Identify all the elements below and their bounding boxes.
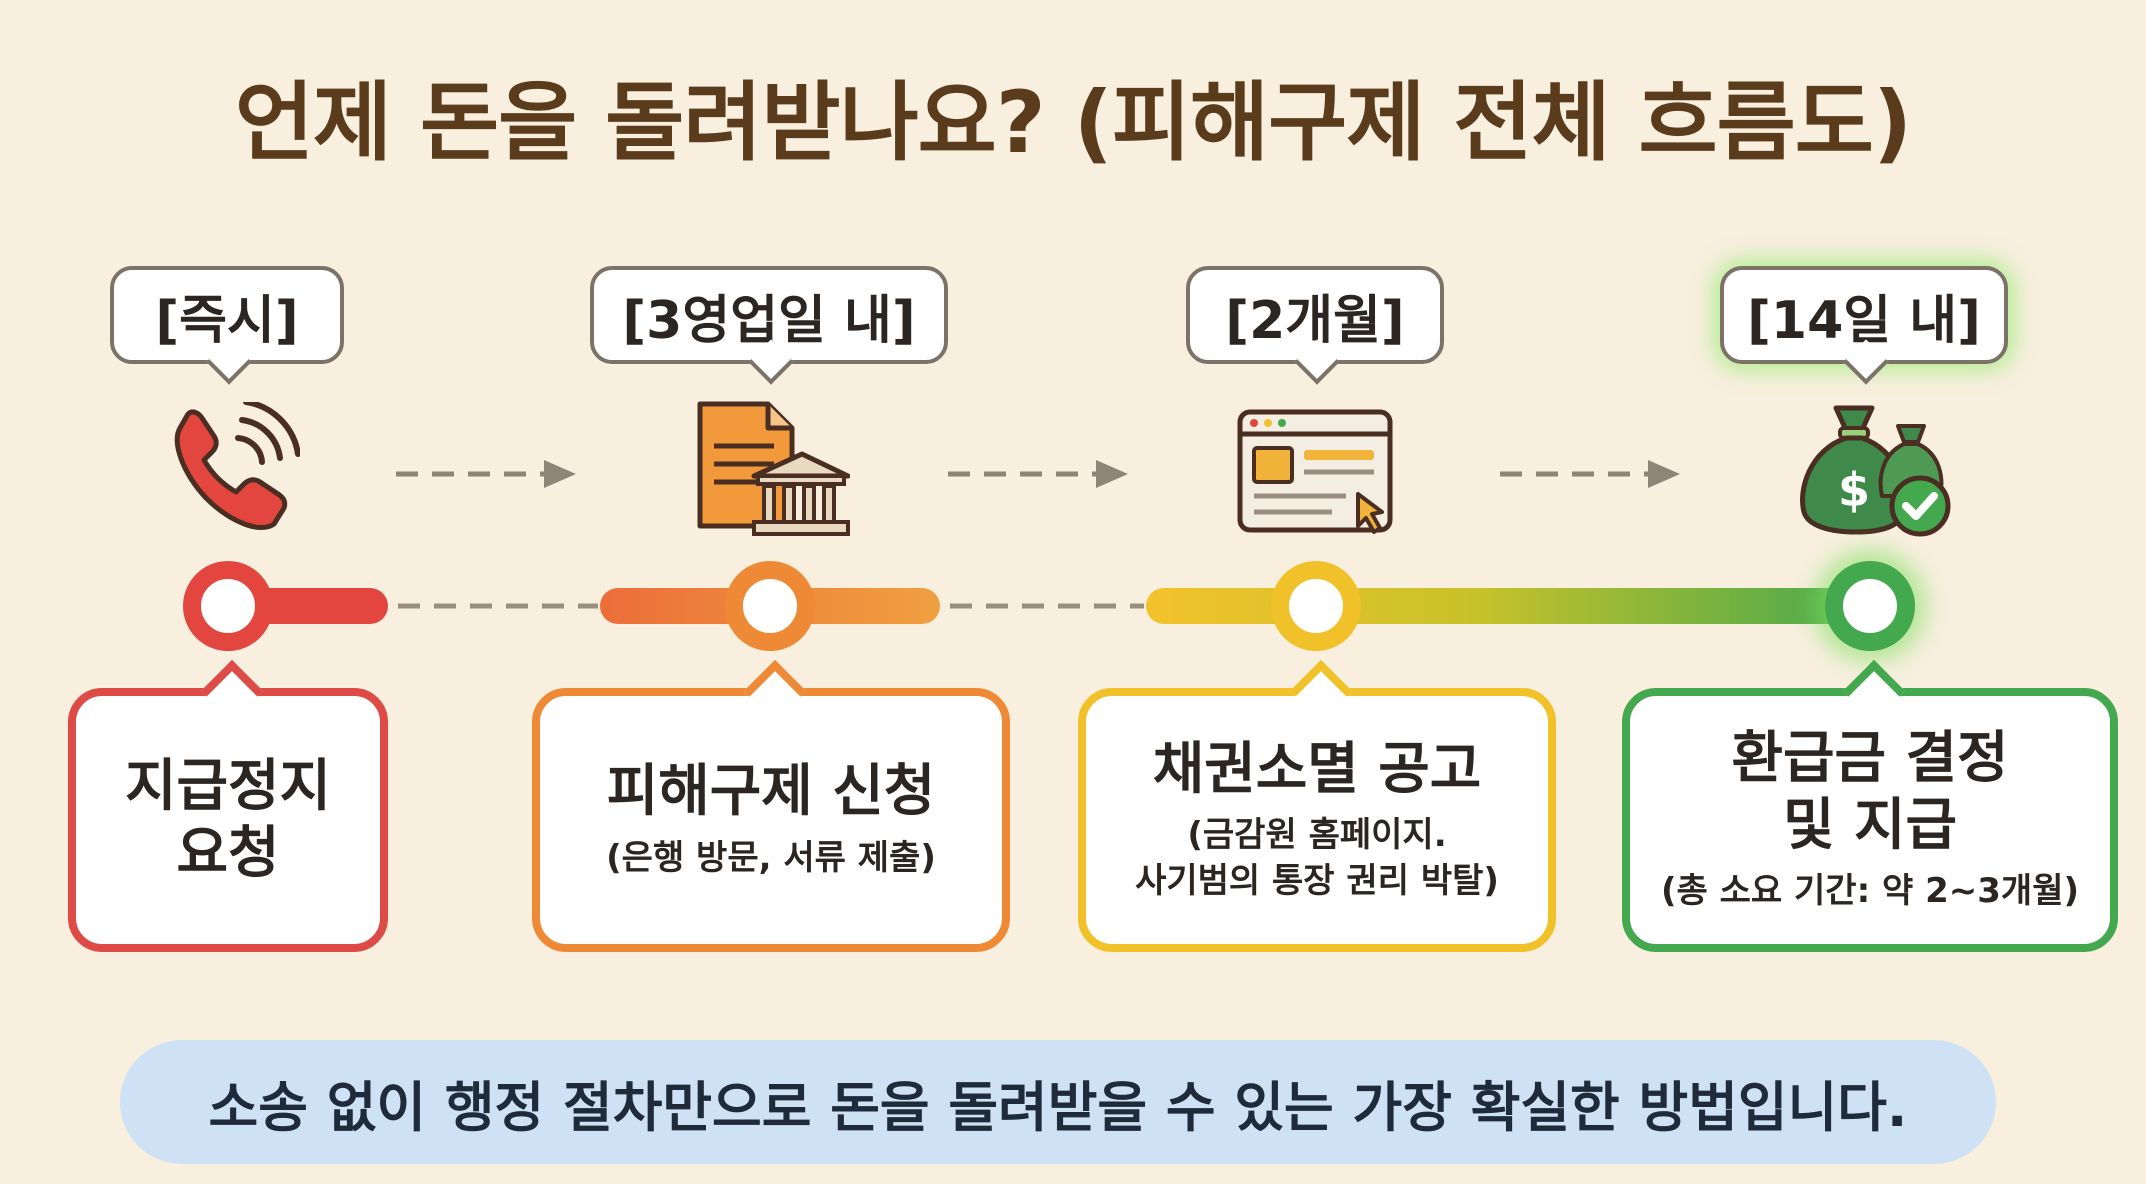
step-card-claim-extinction: 채권소멸 공고 (금감원 홈페이지. 사기범의 통장 권리 박탈) — [1078, 688, 1556, 952]
phone-icon — [174, 402, 300, 530]
timing-bubble-2-months: [2개월] — [1186, 266, 1444, 364]
timeline-node-4 — [1825, 561, 1915, 651]
document-bank-icon — [697, 401, 850, 536]
timeline-node-3 — [1271, 561, 1361, 651]
step-subtitle: (은행 방문, 서류 제출) — [606, 837, 936, 878]
step-card-payment-stop: 지급정지 요청 — [68, 688, 388, 952]
step-title: 피해구제 신청 — [606, 759, 936, 825]
svg-text:$: $ — [1838, 463, 1870, 517]
browser-window-icon — [1237, 409, 1393, 534]
flow-arrow-3 — [1500, 460, 1680, 488]
step-subtitle: (금감원 홈페이지. 사기범의 통장 권리 박탈) — [1135, 814, 1499, 901]
timing-bubble-14-days: [14일 내] — [1720, 266, 2008, 364]
flow-arrow-1 — [396, 460, 576, 488]
step-subtitle: (총 소요 기간: 약 2~3개월) — [1660, 871, 2080, 912]
flow-arrow-2 — [948, 460, 1128, 488]
timeline-node-1 — [183, 561, 273, 651]
step-card-refund-payment: 환급금 결정 및 지급 (총 소요 기간: 약 2~3개월) — [1622, 688, 2118, 952]
step-title: 채권소멸 공고 — [1152, 736, 1482, 802]
money-bags-icon: $ — [1800, 405, 1951, 537]
timing-bubble-immediate: [즉시] — [110, 266, 344, 364]
step-title: 환급금 결정 및 지급 — [1731, 725, 2009, 859]
step-card-damage-relief: 피해구제 신청 (은행 방문, 서류 제출) — [532, 688, 1010, 952]
page-title: 언제 돈을 돌려받나요? (피해구제 전체 흐름도) — [234, 73, 1912, 173]
step-title: 지급정지 요청 — [124, 753, 332, 886]
timing-bubble-3-business-days: [3영업일 내] — [590, 266, 948, 364]
timeline-segment-3 — [1146, 588, 1876, 624]
footer-banner: 소송 없이 행정 절차만으로 돈을 돌려받을 수 있는 가장 확실한 방법입니다… — [120, 1040, 1996, 1164]
timeline-node-2 — [725, 561, 815, 651]
